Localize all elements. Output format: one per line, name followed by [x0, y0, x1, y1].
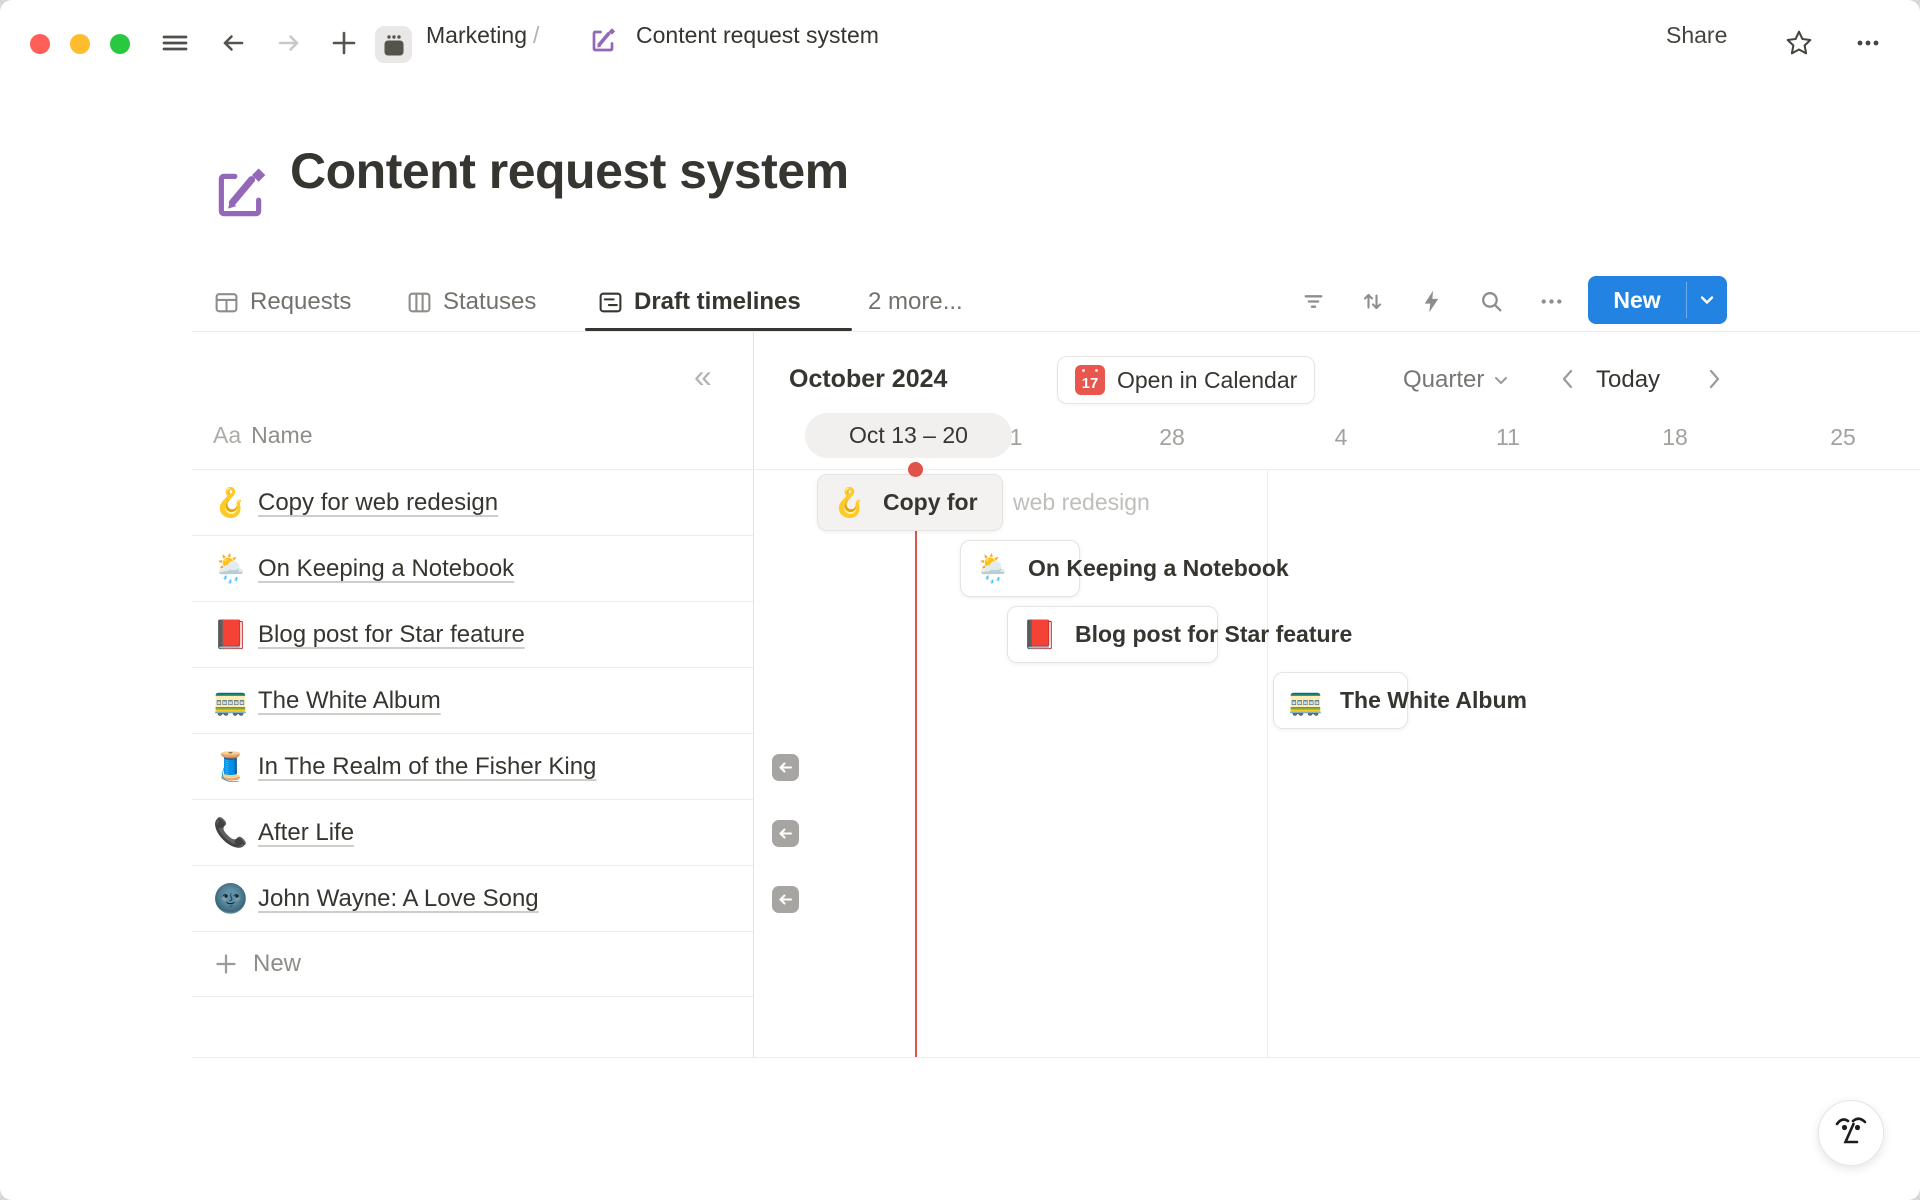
open-in-calendar-button[interactable]: 17 Open in Calendar	[1057, 356, 1316, 404]
forward-arrow-icon[interactable]	[275, 29, 303, 57]
row-emoji: 🪝	[213, 487, 248, 518]
table-row[interactable]: 🌚 John Wayne: A Love Song	[192, 866, 753, 932]
row-emoji: 📕	[213, 619, 248, 650]
tab-requests[interactable]: Requests	[213, 284, 351, 320]
page-compose-icon[interactable]	[211, 166, 269, 224]
today-indicator-line	[915, 470, 917, 1057]
row-emoji: 🌚	[213, 883, 248, 914]
table-row[interactable]: 🪝 Copy for web redesign	[192, 470, 753, 536]
maximize-window-button[interactable]	[110, 34, 130, 54]
tab-more[interactable]: 2 more...	[868, 288, 963, 315]
week-tick: 25	[1830, 424, 1856, 450]
name-column-header[interactable]: Aa Name	[213, 422, 313, 448]
row-emoji: 📞	[213, 817, 248, 848]
row-emoji: 🚃	[213, 685, 248, 716]
timeline-bar[interactable]: 🚃 The White Album	[1273, 672, 1593, 729]
tab-draft-timelines[interactable]: Draft timelines	[597, 284, 801, 320]
new-record-chevron-down-icon[interactable]	[1687, 276, 1727, 324]
left-arrow-icon	[779, 762, 792, 773]
scroll-to-bar-left-button[interactable]	[772, 886, 799, 913]
timeline-bar[interactable]: 📕 Blog post for Star feature	[1007, 606, 1427, 663]
timeline-bar[interactable]: 🌦️ On Keeping a Notebook	[960, 540, 1360, 597]
new-record-button[interactable]: New	[1588, 276, 1727, 324]
bar-emoji: 🚃	[1288, 685, 1323, 716]
timeline-scale-selector[interactable]: Quarter	[1403, 366, 1510, 394]
back-arrow-icon[interactable]	[219, 29, 247, 57]
week-tick: 1	[1009, 424, 1023, 450]
plus-icon	[216, 954, 236, 974]
search-icon[interactable]	[1477, 287, 1505, 315]
collapse-panel-icon[interactable]: «	[694, 358, 712, 394]
breadcrumb-workspace[interactable]: Marketing	[426, 22, 527, 48]
header-divider	[192, 469, 1920, 470]
breadcrumb-separator: /	[532, 22, 540, 48]
sidebar-menu-icon[interactable]	[161, 29, 189, 57]
favorite-star-icon[interactable]	[1785, 29, 1813, 57]
timeline-bar[interactable]: 🪝 Copy for web redesign	[817, 474, 1217, 531]
week-tick: 11	[1496, 424, 1520, 450]
table-row[interactable]: 🧵 In The Realm of the Fisher King	[192, 734, 753, 800]
new-record-label[interactable]: New	[1613, 286, 1661, 313]
today-indicator-dot	[908, 462, 923, 477]
new-page-plus-icon[interactable]	[330, 29, 358, 57]
workspace-marketing-icon[interactable]	[375, 26, 412, 63]
sort-icon[interactable]	[1358, 287, 1386, 315]
row-emoji: 🌦️	[213, 553, 248, 584]
calendar-icon: 17	[1075, 365, 1105, 395]
week-tick: 4	[1334, 424, 1348, 450]
close-window-button[interactable]	[30, 34, 50, 54]
chevron-down-icon	[1495, 377, 1508, 384]
panel-divider	[753, 332, 754, 1057]
breadcrumb-page-title[interactable]: Content request system	[636, 22, 879, 48]
table-row[interactable]: 🌦️ On Keeping a Notebook	[192, 536, 753, 602]
scroll-to-bar-left-button[interactable]	[772, 820, 799, 847]
table-view-icon	[215, 292, 238, 312]
minimize-window-button[interactable]	[70, 34, 90, 54]
view-options-ellipsis-icon[interactable]	[1537, 287, 1565, 315]
breadcrumb-page-compose-icon	[589, 27, 617, 55]
tabs-divider	[192, 331, 1920, 332]
share-button[interactable]: Share	[1666, 22, 1728, 48]
today-button[interactable]: Today	[1596, 366, 1661, 393]
row-emoji: 🧵	[213, 751, 248, 782]
scroll-to-bar-left-button[interactable]	[772, 754, 799, 781]
month-gridline	[1267, 470, 1268, 1057]
timeline-bottom-border	[192, 1057, 1920, 1058]
table-row[interactable]: 🚃 The White Album	[192, 668, 753, 734]
automations-lightning-icon[interactable]	[1417, 287, 1445, 315]
titlebar: Marketing/ Content request system Share	[0, 0, 1920, 72]
add-new-row-button[interactable]: New	[192, 932, 753, 997]
ai-face-icon	[1835, 1117, 1867, 1144]
bar-emoji: 📕	[1022, 619, 1057, 650]
bar-emoji: 🌦️	[975, 553, 1010, 584]
selected-week-range-pill[interactable]: Oct 13 – 20	[805, 413, 1012, 458]
table-row[interactable]: 📕 Blog post for Star feature	[192, 602, 753, 668]
more-options-icon[interactable]	[1854, 29, 1882, 57]
filter-icon[interactable]	[1299, 287, 1327, 315]
breadcrumb: Marketing/	[426, 22, 545, 49]
timeline-month-label: October 2024	[789, 365, 948, 393]
week-tick: 28	[1159, 424, 1185, 450]
board-view-icon	[408, 292, 431, 312]
left-arrow-icon	[779, 828, 792, 839]
page-title: Content request system	[290, 143, 849, 199]
table-row[interactable]: 📞 After Life	[192, 800, 753, 866]
text-property-icon: Aa	[213, 422, 242, 448]
bar-emoji: 🪝	[832, 487, 867, 518]
timeline-view-icon	[599, 292, 622, 312]
next-period-chevron-icon[interactable]	[1702, 366, 1726, 397]
notion-ai-button[interactable]	[1818, 1100, 1884, 1166]
tab-statuses[interactable]: Statuses	[406, 284, 536, 320]
previous-period-chevron-icon[interactable]	[1556, 366, 1580, 397]
active-tab-underline	[585, 328, 852, 331]
week-tick: 18	[1662, 424, 1688, 450]
left-arrow-icon	[779, 894, 792, 905]
